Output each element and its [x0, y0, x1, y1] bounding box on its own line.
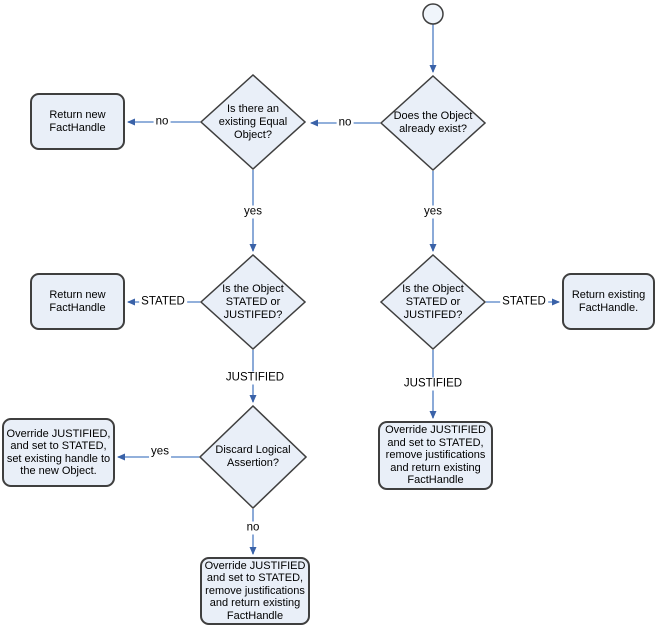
- text-line: FactHandle: [226, 609, 284, 622]
- text-line: remove justifications: [385, 449, 486, 462]
- text-line: Return existing: [571, 289, 646, 301]
- text-line: Is the Object: [402, 282, 464, 295]
- text-line: already exist?: [399, 123, 467, 135]
- decision-stated-or-justified-left: Is the Object STATED or JUSTIFED?: [200, 254, 306, 350]
- text-line: remove justifications: [205, 584, 305, 597]
- text-line: and return existing: [390, 461, 481, 474]
- edge-label-justified-left: JUSTIFIED: [223, 371, 287, 385]
- text-line: Is the Object: [222, 282, 284, 295]
- text-line: Override JUSTIFIED: [204, 559, 306, 572]
- decision-existing-equal-object: Is there an existing Equal Object?: [200, 74, 306, 170]
- text-line: Assertion?: [227, 457, 279, 469]
- decision-existing-equal-object-label: Is there an existing Equal Object?: [200, 74, 306, 170]
- text-line: Return new: [49, 109, 106, 121]
- decision-stated-or-justified-right: Is the Object STATED or JUSTIFED?: [380, 254, 486, 350]
- text-line: and return existing: [209, 597, 301, 610]
- text-line: Override JUSTIFIED,: [6, 427, 111, 440]
- edge-label-yes-exist: yes: [422, 205, 444, 219]
- edge-label-yes-equal: yes: [242, 205, 264, 219]
- text-line: FactHandle.: [578, 301, 639, 314]
- text-line: Object?: [234, 128, 272, 141]
- process-override-return-existing-right: Override JUSTIFIED and set to STATED, re…: [378, 421, 493, 490]
- text-line: FactHandle: [49, 301, 106, 314]
- text-line: and set to STATED,: [10, 440, 107, 452]
- text-line: STATED or: [405, 295, 461, 308]
- edge-label-no-discard: no: [244, 521, 262, 535]
- terminal-return-new-facthandle-top: Return new FactHandle: [30, 93, 125, 150]
- text-line: Override JUSTIFIED: [385, 424, 486, 437]
- text-line: JUSTIFED?: [403, 308, 463, 321]
- text-line: Does the Object: [393, 110, 473, 122]
- decision-object-already-exists-label: Does the Object already exist?: [380, 75, 486, 171]
- edge-label-justified-right: JUSTIFIED: [401, 377, 465, 391]
- text-line: FactHandle: [407, 474, 464, 487]
- edge-label-no-equal: no: [153, 115, 171, 129]
- text-line: FactHandle: [49, 121, 106, 134]
- terminal-return-existing-facthandle: Return existing FactHandle.: [562, 273, 655, 330]
- decision-discard-logical-assertion-label: Discard Logical Assertion?: [199, 405, 307, 509]
- edge-label-no-exist: no: [336, 116, 354, 130]
- process-override-set-existing-handle: Override JUSTIFIED, and set to STATED, s…: [2, 418, 115, 487]
- text-line: Discard Logical: [215, 444, 291, 456]
- text-line: Is there an: [227, 102, 279, 115]
- start-circle: [422, 3, 444, 25]
- text-line: and set to STATED,: [206, 572, 304, 585]
- decision-discard-logical-assertion: Discard Logical Assertion?: [199, 405, 307, 509]
- text-line: JUSTIFED?: [223, 308, 283, 321]
- edge-label-stated-left: STATED: [139, 295, 187, 309]
- text-line: STATED or: [225, 295, 281, 308]
- edge-label-yes-discard: yes: [149, 445, 171, 459]
- terminal-return-new-facthandle-mid: Return new FactHandle: [30, 273, 125, 330]
- text-line: set existing handle to: [6, 452, 111, 465]
- decision-object-already-exists: Does the Object already exist?: [380, 75, 486, 171]
- text-line: existing Equal: [218, 115, 288, 128]
- decision-stated-or-justified-left-label: Is the Object STATED or JUSTIFED?: [200, 254, 306, 350]
- text-line: the new Object.: [20, 465, 97, 477]
- decision-stated-or-justified-right-label: Is the Object STATED or JUSTIFED?: [380, 254, 486, 350]
- edge-label-stated-right: STATED: [500, 295, 548, 309]
- text-line: and set to STATED,: [387, 436, 484, 449]
- text-line: Return new: [49, 289, 106, 301]
- process-override-return-existing-bottom: Override JUSTIFIED and set to STATED, re…: [200, 557, 310, 625]
